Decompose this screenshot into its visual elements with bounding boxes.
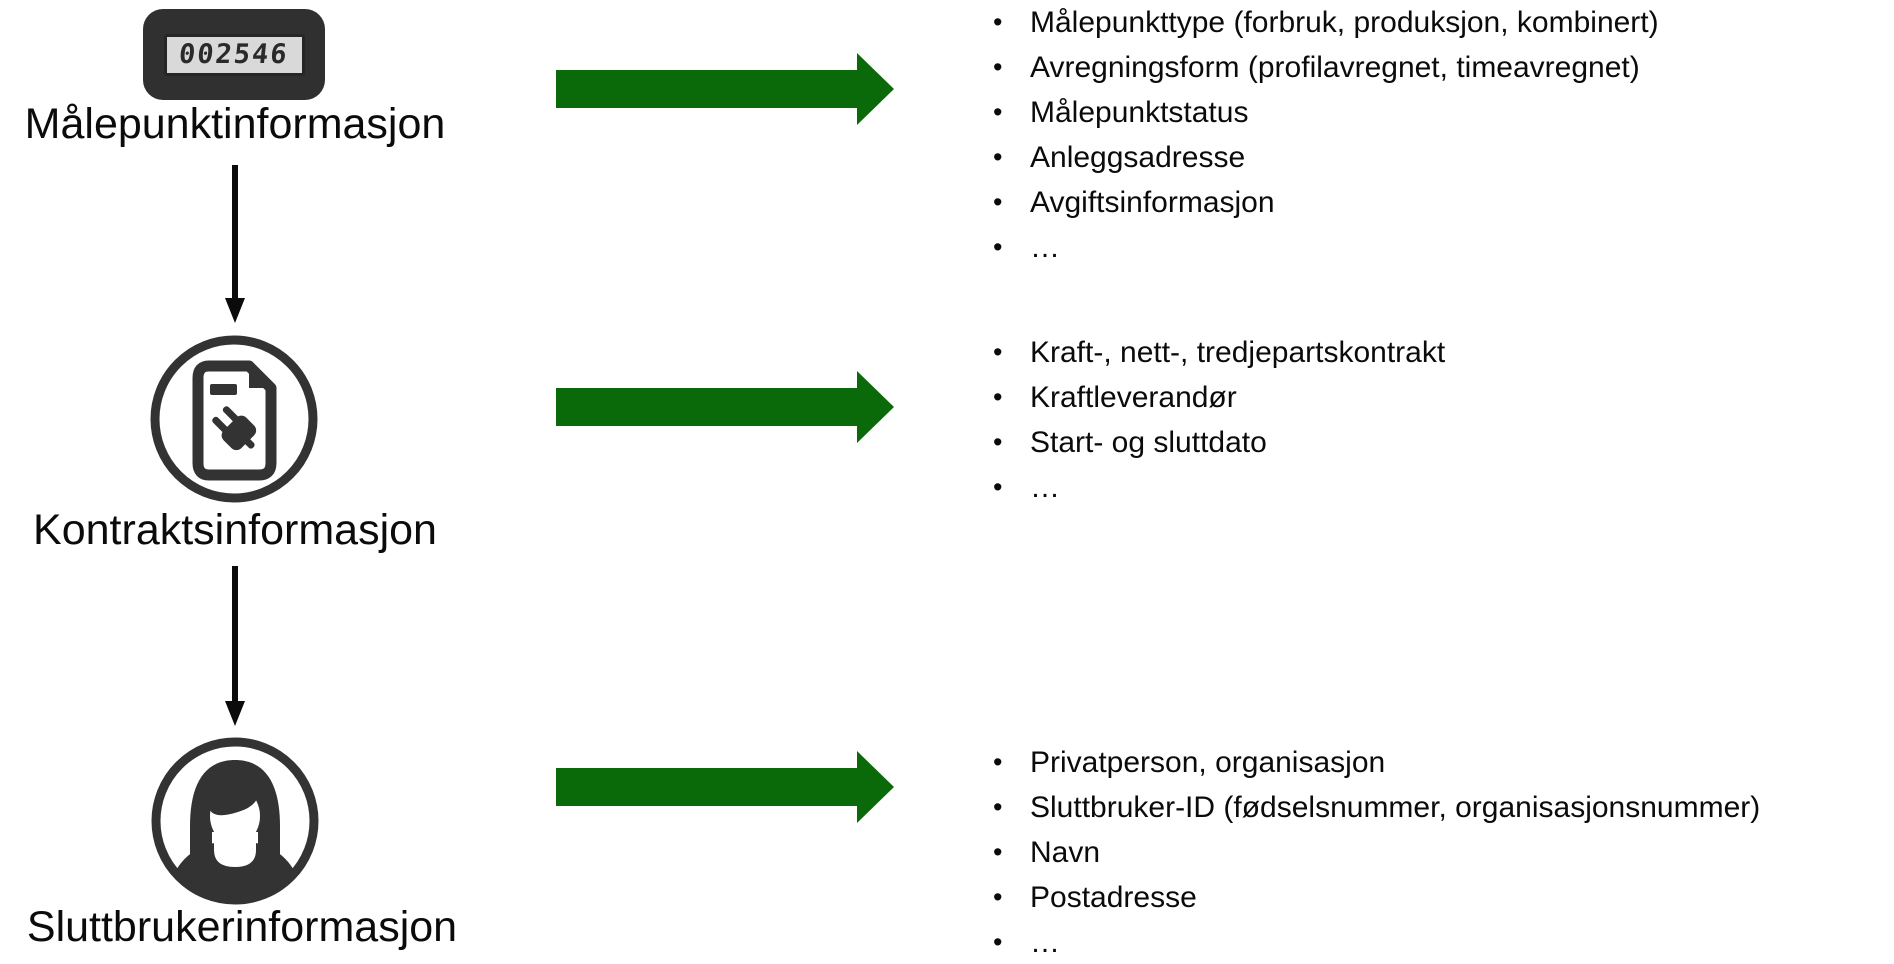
list-item: • Sluttbruker-ID (fødselsnummer, organisa…	[993, 785, 1760, 830]
meter-lcd-screen: 002546	[163, 33, 305, 76]
bullet-icon: •	[993, 142, 1003, 172]
bullet-icon: •	[993, 382, 1003, 412]
arrow-right-icon	[556, 371, 894, 443]
list-item: • Avregningsform (profilavregnet, timeavr…	[993, 45, 1659, 90]
bullet-text: Kraftleverandør	[1030, 380, 1237, 414]
list-item: • Postadresse	[993, 875, 1760, 920]
bullet-icon: •	[993, 337, 1003, 367]
text-dash-icon	[210, 384, 237, 395]
section-label-malepunktinformasjon: Målepunktinformasjon	[24, 100, 446, 148]
bullet-text: …	[1030, 230, 1060, 264]
list-item: • Kraft-, nett-, tredjepartskontrakt	[993, 330, 1445, 375]
bullet-icon: •	[993, 747, 1003, 777]
list-item: • Privatperson, organisasjon	[993, 740, 1760, 785]
list-item: • Målepunktstatus	[993, 90, 1659, 135]
bullet-text: …	[1030, 925, 1060, 959]
contract-icon	[150, 335, 318, 503]
bullet-icon: •	[993, 882, 1003, 912]
electricity-meter-icon: 002546	[143, 9, 325, 100]
bullet-icon: •	[993, 232, 1003, 262]
bullet-icon: •	[993, 7, 1003, 37]
list-item: • Anleggsadresse	[993, 135, 1659, 180]
bullet-icon: •	[993, 792, 1003, 822]
arrow-down-icon	[225, 566, 245, 726]
meter-reading-value: 002546	[177, 39, 291, 70]
bullet-text: …	[1030, 470, 1060, 504]
bullet-icon: •	[993, 427, 1003, 457]
page-fold-icon	[249, 364, 273, 388]
bullet-text: Avgiftsinformasjon	[1030, 185, 1275, 219]
bullet-text: Sluttbruker-ID (fødselsnummer, organisas…	[1030, 790, 1761, 824]
bullet-list-sluttbrukerinformasjon: • Privatperson, organisasjon • Sluttbruker…	[993, 740, 1760, 964]
bullet-text: Navn	[1030, 835, 1101, 869]
bullet-icon: •	[993, 97, 1003, 127]
list-item: •…	[993, 920, 1760, 964]
bullet-list-malepunktinformasjon: • Målepunkttype (forbruk, produksjon, kom…	[993, 0, 1659, 270]
section-label-sluttbrukerinformasjon: Sluttbrukerinformasjon	[26, 903, 458, 951]
bullet-icon: •	[993, 837, 1003, 867]
list-item: • Kraftleverandør	[993, 375, 1445, 420]
bullet-text: Avregningsform (profilavregnet, timeavre…	[1030, 50, 1640, 84]
arrow-right-icon	[556, 53, 894, 125]
list-item: • Start- og sluttdato	[993, 420, 1445, 465]
bullet-list-kontraktsinformasjon: • Kraft-, nett-, tredjepartskontrakt • Kra…	[993, 330, 1445, 510]
list-item: • Målepunkttype (forbruk, produksjon, kom…	[993, 0, 1659, 45]
bullet-icon: •	[993, 187, 1003, 217]
section-label-kontraktsinformasjon: Kontraktsinformasjon	[33, 506, 437, 554]
arrow-down-icon	[225, 165, 245, 323]
bullet-text: Anleggsadresse	[1030, 140, 1246, 174]
bullet-icon: •	[993, 52, 1003, 82]
bullet-text: Start- og sluttdato	[1030, 425, 1267, 459]
end-user-icon	[151, 737, 319, 905]
power-plug-icon	[212, 406, 257, 451]
bullet-icon: •	[993, 472, 1003, 502]
list-item: • Avgiftsinformasjon	[993, 180, 1659, 225]
list-item: • Navn	[993, 830, 1760, 875]
list-item: •…	[993, 465, 1445, 510]
bullet-text: Målepunktstatus	[1030, 95, 1249, 129]
bullet-text: Målepunkttype (forbruk, produksjon, komb…	[1030, 5, 1659, 39]
bullet-text: Postadresse	[1030, 880, 1197, 914]
arrow-right-icon	[556, 751, 894, 823]
bullet-text: Kraft-, nett-, tredjepartskontrakt	[1030, 335, 1446, 369]
bullet-icon: •	[993, 927, 1003, 957]
bullet-text: Privatperson, organisasjon	[1030, 745, 1386, 779]
list-item: •…	[993, 225, 1659, 270]
